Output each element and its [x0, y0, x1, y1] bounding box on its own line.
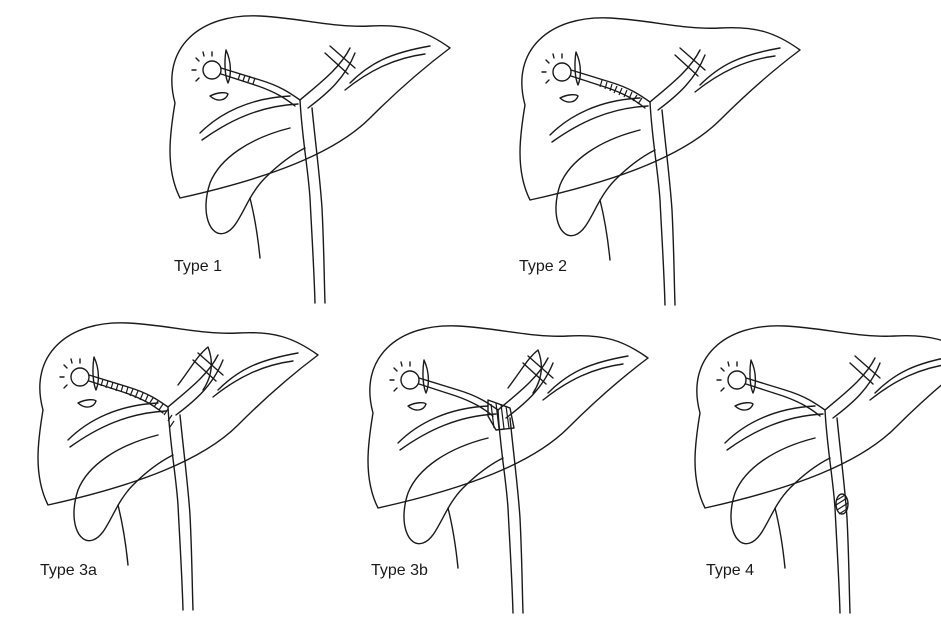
panel-label: Type 2 — [519, 258, 567, 276]
stricture-hatch — [836, 494, 848, 514]
panel-label: Type 1 — [174, 258, 222, 276]
panel-label: Type 3b — [371, 562, 428, 580]
panel-label: Type 4 — [706, 562, 754, 580]
panel-label: Type 3a — [40, 562, 97, 580]
